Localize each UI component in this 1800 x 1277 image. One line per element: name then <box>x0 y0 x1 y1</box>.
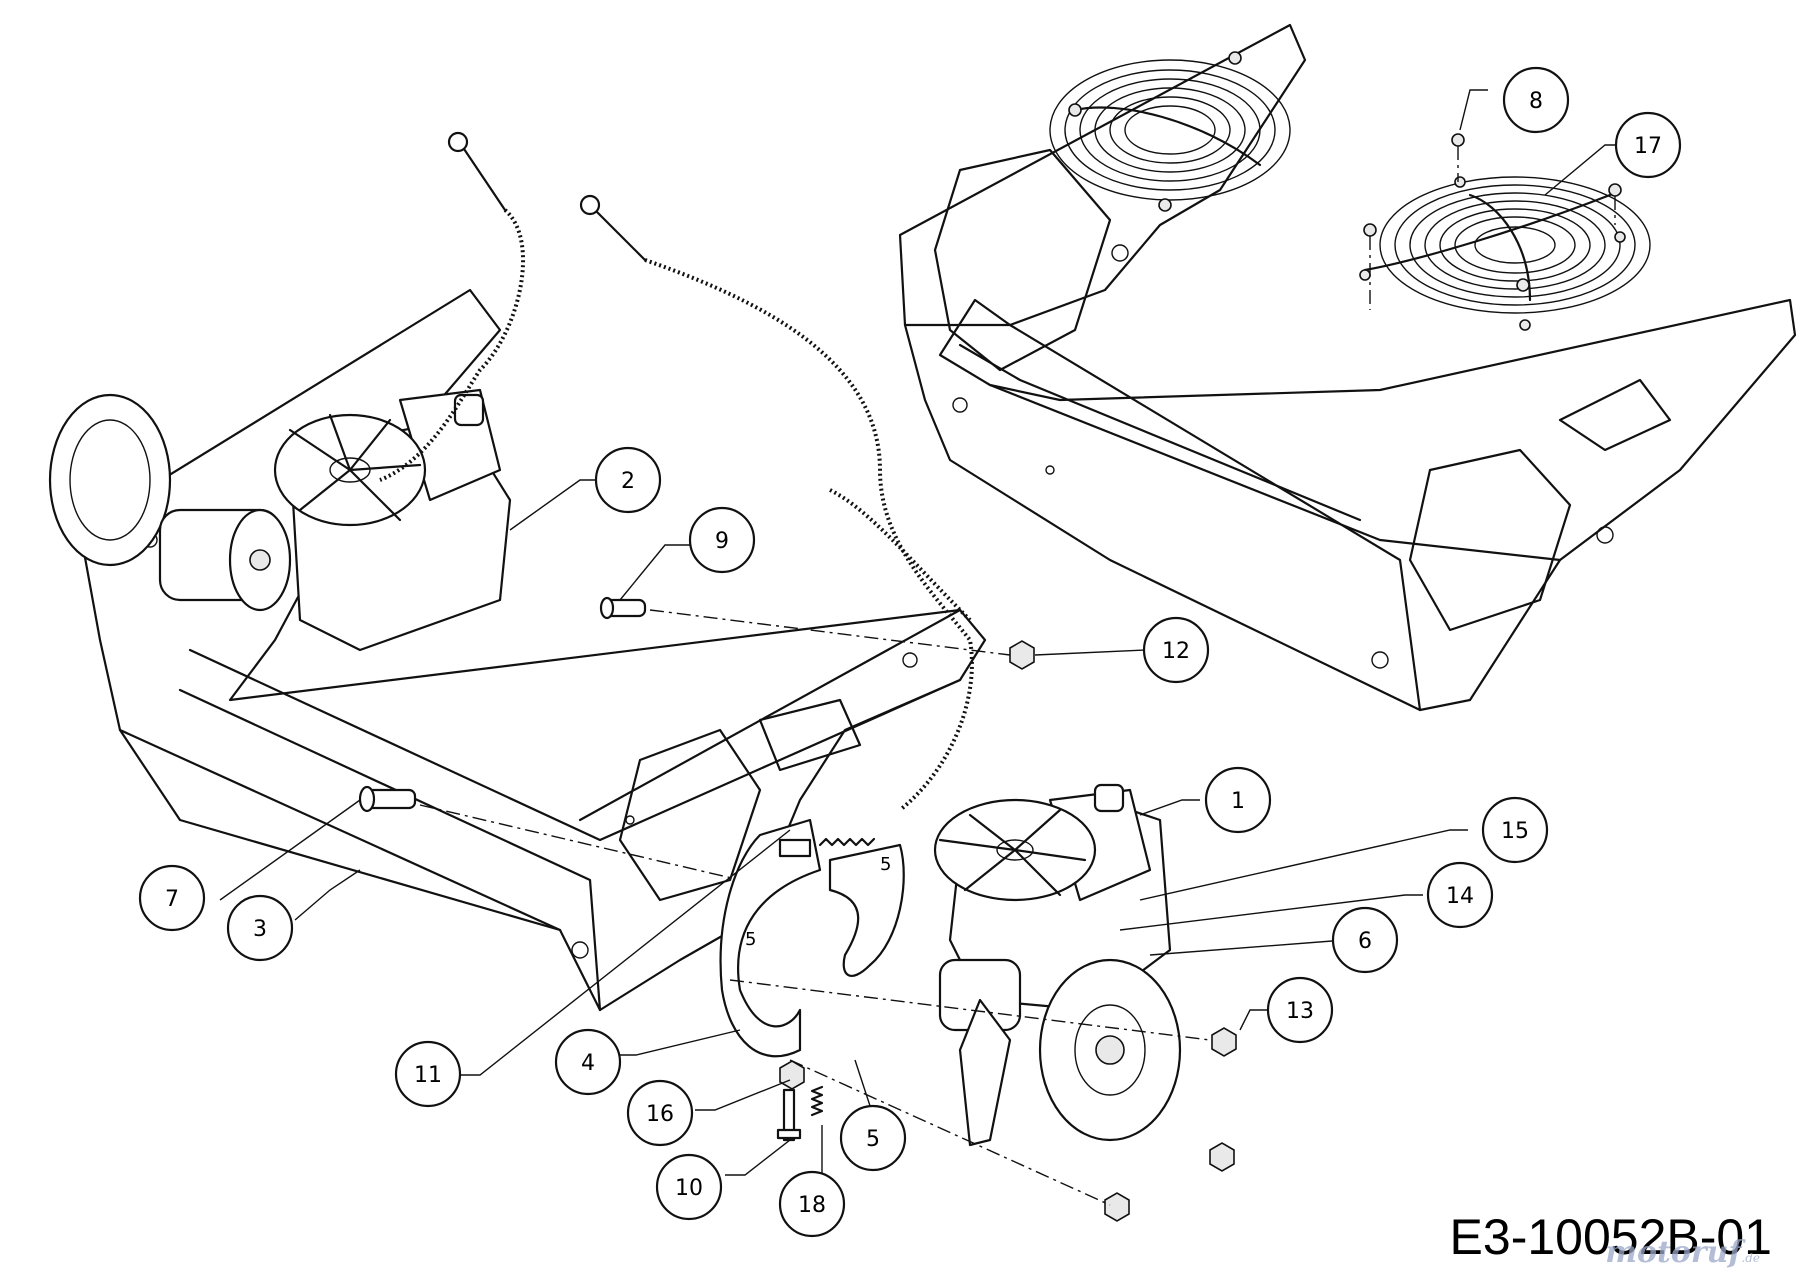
screw-part-8 <box>1363 133 1622 310</box>
svg-text:4: 4 <box>581 1051 595 1076</box>
callout-11: 11 <box>394 1040 462 1108</box>
fan-guard-part-17 <box>1359 176 1651 331</box>
drawing-code-label: E3-10052B-01 <box>1449 1209 1772 1265</box>
svg-text:16: 16 <box>646 1102 674 1127</box>
frame-assembly-left <box>78 288 987 1012</box>
control-cables <box>379 131 974 812</box>
callout-5: 5 <box>839 1104 907 1172</box>
svg-text:11: 11 <box>414 1063 442 1088</box>
svg-text:14: 14 <box>1446 884 1474 909</box>
callout-1: 1 <box>1204 766 1272 834</box>
bracket-stamp: 5 <box>745 929 756 950</box>
fan-guard-mounted <box>1049 51 1291 212</box>
pin-part-7 <box>358 785 741 881</box>
svg-text:1: 1 <box>1231 789 1245 814</box>
nut-part-16 <box>779 1060 805 1090</box>
plate-stamp: 5 <box>880 854 891 875</box>
svg-text:5: 5 <box>866 1127 880 1152</box>
watermark-brand: motoruf <box>1605 1235 1742 1270</box>
svg-text:17: 17 <box>1634 134 1662 159</box>
spring-part-15 <box>818 837 876 847</box>
callout-18: 18 <box>778 1170 846 1238</box>
callout-4: 4 <box>554 1028 622 1096</box>
svg-text:10: 10 <box>675 1176 703 1201</box>
callout-16: 16 <box>626 1079 694 1147</box>
brake-plate-part-5: 5 <box>828 843 905 977</box>
svg-text:12: 12 <box>1162 639 1190 664</box>
callout-10: 10 <box>655 1153 723 1221</box>
watermark-logo: motoruf.de <box>1605 1235 1760 1270</box>
svg-text:18: 18 <box>798 1193 826 1218</box>
callout-12: 12 <box>1142 616 1210 684</box>
pin-part-9 <box>599 596 1011 656</box>
callout-2: 2 <box>594 446 662 514</box>
callouts: 1 2 3 4 5 6 7 8 9 10 11 12 13 14 15 16 1… <box>138 66 1682 1238</box>
svg-text:7: 7 <box>165 887 179 912</box>
svg-text:3: 3 <box>253 917 267 942</box>
bolt-part-10 <box>776 1088 802 1142</box>
nut-part-13 <box>729 979 1237 1222</box>
brake-bracket-part-4: 5 <box>719 818 822 1058</box>
callout-13: 13 <box>1266 976 1334 1044</box>
callout-3: 3 <box>226 894 294 962</box>
svg-text:9: 9 <box>715 529 729 554</box>
svg-text:15: 15 <box>1501 819 1529 844</box>
svg-text:13: 13 <box>1286 999 1314 1024</box>
watermark-tld: .de <box>1741 1251 1760 1265</box>
svg-text:6: 6 <box>1358 929 1372 954</box>
svg-text:8: 8 <box>1529 89 1543 114</box>
transmission-unit-part-2 <box>48 388 512 652</box>
callout-15: 15 <box>1481 796 1549 864</box>
frame-assembly-right <box>898 23 1797 712</box>
callout-8: 8 <box>1502 66 1570 134</box>
callout-9: 9 <box>688 506 756 574</box>
callout-7: 7 <box>138 864 206 932</box>
spring-part-18 <box>810 1085 824 1117</box>
callout-17: 17 <box>1614 111 1682 179</box>
transmission-unit-part-1 <box>933 783 1182 1147</box>
nut-part-12 <box>1009 640 1035 670</box>
callout-14: 14 <box>1426 861 1494 929</box>
callout-6: 6 <box>1331 906 1399 974</box>
svg-text:2: 2 <box>621 469 635 494</box>
